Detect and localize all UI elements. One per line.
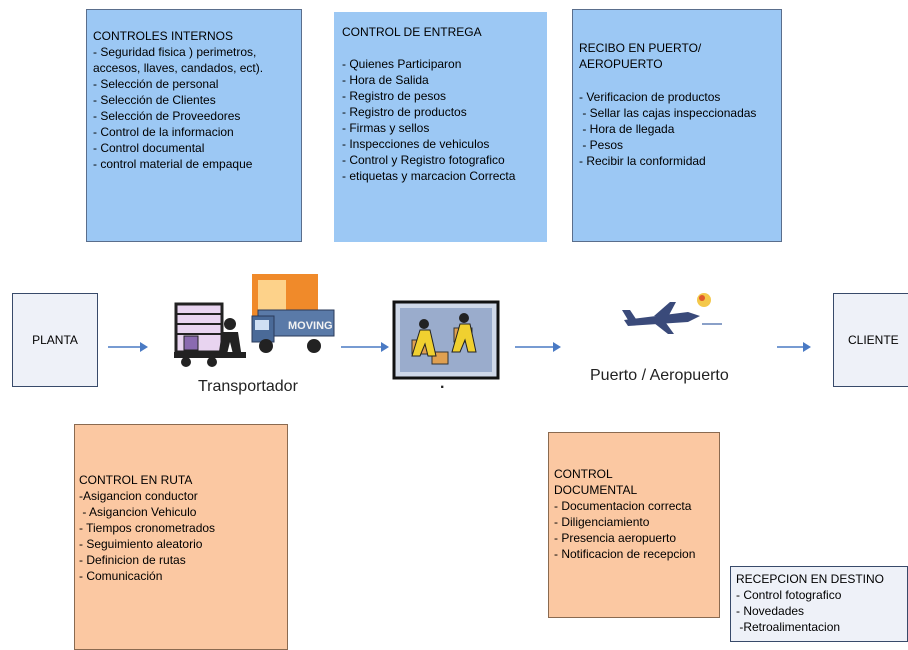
- list-item: - Novedades: [736, 604, 805, 618]
- list-item: - Control y Registro fotografico: [342, 153, 505, 167]
- warehouse-workers-icon: [392, 300, 500, 380]
- list-item: - Documentacion correcta: [554, 499, 692, 513]
- list-item: -Retroalimentacion: [736, 620, 841, 634]
- list-item: - Selección de Clientes: [93, 93, 216, 107]
- list-item: - Sellar las cajas inspeccionadas: [579, 106, 757, 120]
- control-entrega-title: CONTROL DE ENTREGA: [342, 25, 482, 39]
- list-item: - Tiempos cronometrados: [79, 521, 216, 535]
- arrow-icon: [341, 342, 389, 352]
- control-documental-box: CONTROL DOCUMENTAL - Documentacion corre…: [548, 432, 720, 618]
- control-ruta-box: CONTROL EN RUTA -Asigancion conductor - …: [74, 424, 288, 650]
- cliente-label: CLIENTE: [848, 333, 899, 347]
- cliente-box: CLIENTE: [833, 293, 908, 387]
- list-item: - Selección de Proveedores: [93, 109, 241, 123]
- list-item: - Pesos: [579, 138, 624, 152]
- list-item: - Seguridad fisica ) perimetros,: [93, 45, 257, 59]
- control-ruta-list: -Asigancion conductor - Asigancion Vehic…: [79, 488, 287, 584]
- list-item: - Control fotografico: [736, 588, 842, 602]
- warehouse-label: .: [440, 375, 445, 392]
- controles-internos-box: CONTROLES INTERNOS - Seguridad fisica ) …: [86, 9, 302, 242]
- list-item: - etiquetas y marcacion Correcta: [342, 169, 516, 183]
- controles-internos-list: - Seguridad fisica ) perimetros, accesos…: [93, 44, 301, 172]
- planta-label: PLANTA: [32, 333, 78, 347]
- list-item: - Comunicación: [79, 569, 163, 583]
- list-item: accesos, llaves, candados, ect).: [93, 61, 264, 75]
- list-item: - Asigancion Vehiculo: [79, 505, 197, 519]
- list-item: -Asigancion conductor: [79, 489, 198, 503]
- list-item: - Presencia aeropuerto: [554, 531, 677, 545]
- recepcion-destino-title: RECEPCION EN DESTINO: [736, 572, 885, 586]
- recibo-puerto-list: - Verificacion de productos - Sellar las…: [579, 89, 781, 169]
- list-item: - Registro de pesos: [342, 89, 447, 103]
- list-item: - Registro de productos: [342, 105, 467, 119]
- control-ruta-title: CONTROL EN RUTA: [79, 473, 193, 487]
- list-item: - Seguimiento aleatorio: [79, 537, 203, 551]
- control-documental-list: - Documentacion correcta - Diligenciamie…: [554, 498, 719, 562]
- arrow-icon: [777, 342, 811, 352]
- list-item: - Definicion de rutas: [79, 553, 186, 567]
- airplane-icon: [622, 293, 722, 334]
- list-item: - control material de empaque: [93, 157, 253, 171]
- loading-dock-icon: [174, 302, 246, 367]
- control-entrega-list: - Quienes Participaron - Hora de Salida …: [342, 56, 546, 184]
- list-item: - Inspecciones de vehiculos: [342, 137, 490, 151]
- arrow-icon: [515, 342, 561, 352]
- recibo-puerto-box: RECIBO EN PUERTO/ AEROPUERTO - Verificac…: [572, 9, 782, 242]
- moving-truck-icon: MOVING: [251, 274, 335, 353]
- list-item: - Selección de personal: [93, 77, 219, 91]
- list-item: - Hora de llegada: [579, 122, 675, 136]
- control-documental-title: CONTROL DOCUMENTAL: [554, 467, 638, 497]
- truck-text: MOVING: [288, 320, 333, 332]
- control-entrega-box: CONTROL DE ENTREGA - Quienes Participaro…: [334, 12, 547, 242]
- list-item: - Recibir la conformidad: [579, 154, 706, 168]
- transportador-label: Transportador: [198, 378, 298, 395]
- list-item: - Firmas y sellos: [342, 121, 430, 135]
- list-item: - Control de la informacion: [93, 125, 234, 139]
- list-item: - Diligenciamiento: [554, 515, 650, 529]
- list-item: - Notificacion de recepcion: [554, 547, 696, 561]
- list-item: - Control documental: [93, 141, 205, 155]
- planta-box: PLANTA: [12, 293, 98, 387]
- list-item: - Verificacion de productos: [579, 90, 721, 104]
- list-item: - Hora de Salida: [342, 73, 429, 87]
- list-item: - Quienes Participaron: [342, 57, 462, 71]
- recepcion-destino-list: - Control fotografico - Novedades -Retro…: [736, 587, 907, 635]
- recibo-puerto-title: RECIBO EN PUERTO/ AEROPUERTO: [579, 41, 702, 71]
- puerto-label: Puerto / Aeropuerto: [590, 367, 729, 384]
- arrow-icon: [108, 342, 148, 352]
- recepcion-destino-box: RECEPCION EN DESTINO - Control fotografi…: [730, 566, 908, 642]
- controles-internos-title: CONTROLES INTERNOS: [93, 29, 234, 43]
